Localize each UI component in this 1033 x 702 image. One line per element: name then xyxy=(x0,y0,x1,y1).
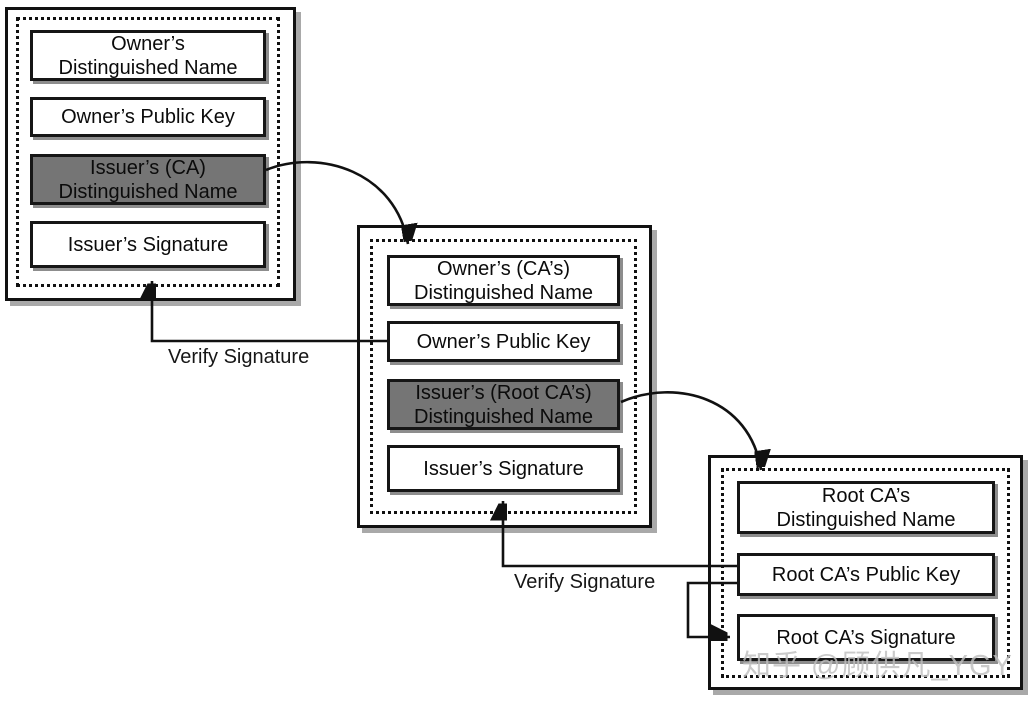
certificate-root-ca-dotted-border xyxy=(721,468,1010,678)
certificate-box-owner: Owner’s Distinguished Name Owner’s Publi… xyxy=(5,7,296,301)
field-ca-issuer-signature: Issuer’s Signature xyxy=(387,445,620,492)
field-issuer-root-ca-distinguished-name: Issuer’s (Root CA’s) Distinguished Name xyxy=(387,379,620,430)
field-owner-public-key: Owner’s Public Key xyxy=(30,97,266,137)
field-owner-distinguished-name: Owner’s Distinguished Name xyxy=(30,30,266,81)
field-root-ca-distinguished-name: Root CA’s Distinguished Name xyxy=(737,481,995,534)
field-issuer-signature: Issuer’s Signature xyxy=(30,221,266,268)
field-ca-owner-distinguished-name: Owner’s (CA’s) Distinguished Name xyxy=(387,255,620,306)
field-issuer-ca-distinguished-name: Issuer’s (CA) Distinguished Name xyxy=(30,154,266,205)
field-root-ca-signature: Root CA’s Signature xyxy=(737,614,995,661)
field-root-ca-public-key: Root CA’s Public Key xyxy=(737,553,995,596)
verify-signature-label-right: Verify Signature xyxy=(514,571,656,593)
field-ca-owner-public-key: Owner’s Public Key xyxy=(387,321,620,362)
verify-signature-label-left: Verify Signature xyxy=(168,346,310,368)
certificate-box-ca: Owner’s (CA’s) Distinguished Name Owner’… xyxy=(357,225,652,528)
certificate-box-root-ca: Root CA’s Distinguished Name Root CA’s P… xyxy=(708,455,1023,690)
